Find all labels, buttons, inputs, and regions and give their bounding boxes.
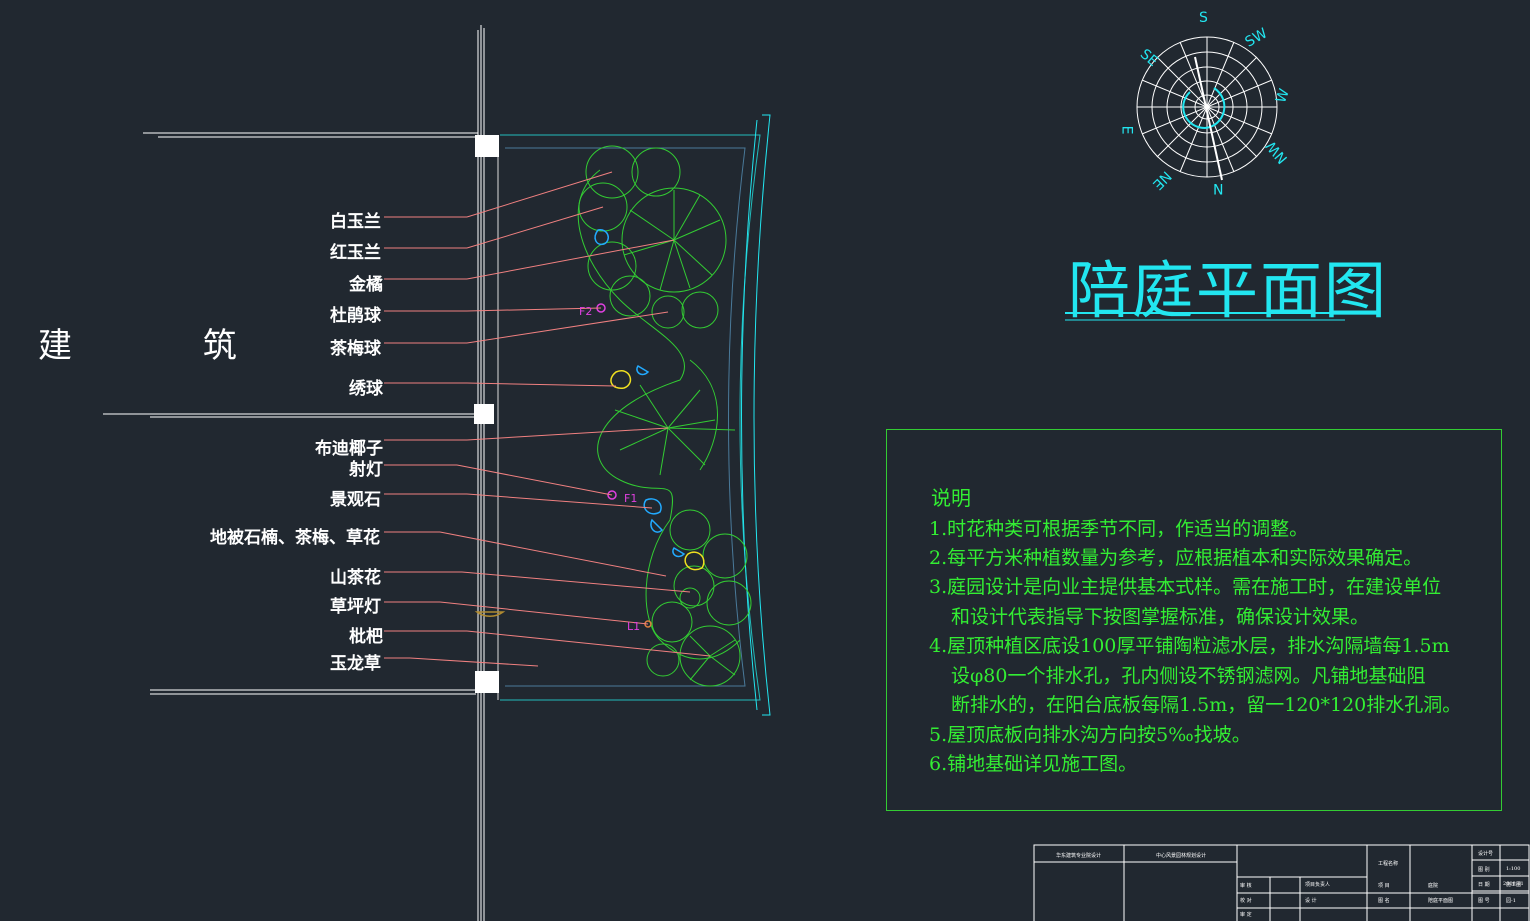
tb-scale: 1:100 <box>1506 866 1521 872</box>
note-line: 设φ80一个排水孔，孔内侧设不锈钢滤网。凡铺地基础阻 <box>951 665 1426 687</box>
wall-posts <box>474 135 499 693</box>
building-label: 建 筑 <box>38 326 297 366</box>
planting-beds <box>577 169 741 660</box>
compass-rose <box>1136 36 1278 181</box>
tb-project-name: 工程名称 <box>1378 861 1399 867</box>
label-dibei: 地被石楠、茶梅、草花 <box>210 528 380 548</box>
tb-category: 图 别 <box>1478 867 1490 873</box>
label-shanchahua: 山茶花 <box>330 568 381 588</box>
note-line: 6.铺地基础详见施工图。 <box>929 753 1138 775</box>
tb-date: 2008.01 <box>1503 881 1524 887</box>
label-budi-yezi: 布迪椰子 <box>315 439 383 459</box>
note-line: 3.庭园设计是向业主提供基本式样。需在施工时，在建设单位 <box>929 576 1442 598</box>
compass-e: E <box>1118 125 1135 135</box>
label-jingguan-shi: 景观石 <box>330 490 381 510</box>
label-bai-yulan: 白玉兰 <box>330 212 381 232</box>
note-line: 断排水的，在阳台底板每隔1.5m，留一120*120排水孔洞。 <box>951 694 1462 716</box>
tb-drawing-no: 园-1 <box>1506 898 1516 904</box>
tb-stage: 施工图 <box>1506 882 1522 888</box>
note-line: 和设计代表指导下按图掌握标准，确保设计效果。 <box>951 606 1370 628</box>
compass-s: S <box>1199 10 1208 26</box>
note-line: 5.屋顶底板向排水沟方向按5‰找坡。 <box>929 724 1251 746</box>
notes-heading: 说明 <box>931 486 971 510</box>
tb-company: 华东建筑专业院设计 <box>1056 853 1102 859</box>
tb-date-label: 日 期 <box>1478 882 1490 888</box>
label-pipa: 枇杷 <box>349 627 383 647</box>
tb-drawing-no-label: 图 号 <box>1478 898 1490 904</box>
tb-design-no: 设计号 <box>1478 851 1494 857</box>
tb-project: 庭院 <box>1428 883 1439 889</box>
trees <box>578 145 752 687</box>
tb-drawing-name: 陪庭平面图 <box>1428 898 1454 904</box>
tb-dept: 中心风景园林规划设计 <box>1156 853 1207 859</box>
label-xiuqiu: 绣球 <box>349 379 383 399</box>
note-line: 1.时花种类可根据季节不同，作适当的调整。 <box>929 518 1309 540</box>
drawing-title: 陪庭平面图 <box>1068 254 1389 327</box>
tb-design: 设 计 <box>1305 898 1317 904</box>
label-shedeng: 射灯 <box>349 460 383 480</box>
title-block <box>1033 844 1530 921</box>
label-hong-yulan: 红玉兰 <box>330 243 381 263</box>
tb-lead: 项目负责人 <box>1305 882 1331 888</box>
label-yulongcao: 玉龙草 <box>330 654 381 674</box>
building-walls <box>103 25 499 921</box>
tag-f2: F2 <box>579 305 593 318</box>
tb-check: 校 对 <box>1240 898 1252 904</box>
label-chamei-qiu: 茶梅球 <box>330 339 381 359</box>
notes-box: 说明 1.时花种类可根据季节不同，作适当的调整。 2.每平方米种植数量为参考，应… <box>886 429 1502 811</box>
tag-f1: F1 <box>624 492 638 505</box>
note-line: 4.屋顶种植区底设100厚平铺陶粒滤水层，排水沟隔墙每1.5m <box>929 635 1450 657</box>
note-line: 2.每平方米种植数量为参考，应根据植本和实际效果确定。 <box>929 547 1423 569</box>
tag-l1: L1 <box>627 620 641 633</box>
label-jinju: 金橘 <box>349 275 383 295</box>
courtyard-boundary <box>500 114 771 716</box>
tb-drawing-name-label: 图 名 <box>1378 898 1390 904</box>
tb-approve: 审 定 <box>1240 912 1252 918</box>
tb-item: 项 目 <box>1378 883 1390 889</box>
compass-n: N <box>1213 180 1224 196</box>
label-caoping-deng: 草坪灯 <box>330 597 381 617</box>
leader-lines <box>384 171 711 667</box>
tb-review: 审 核 <box>1240 883 1252 889</box>
label-dujuan-qiu: 杜鹃球 <box>330 306 381 326</box>
tree-spokes <box>614 190 736 681</box>
